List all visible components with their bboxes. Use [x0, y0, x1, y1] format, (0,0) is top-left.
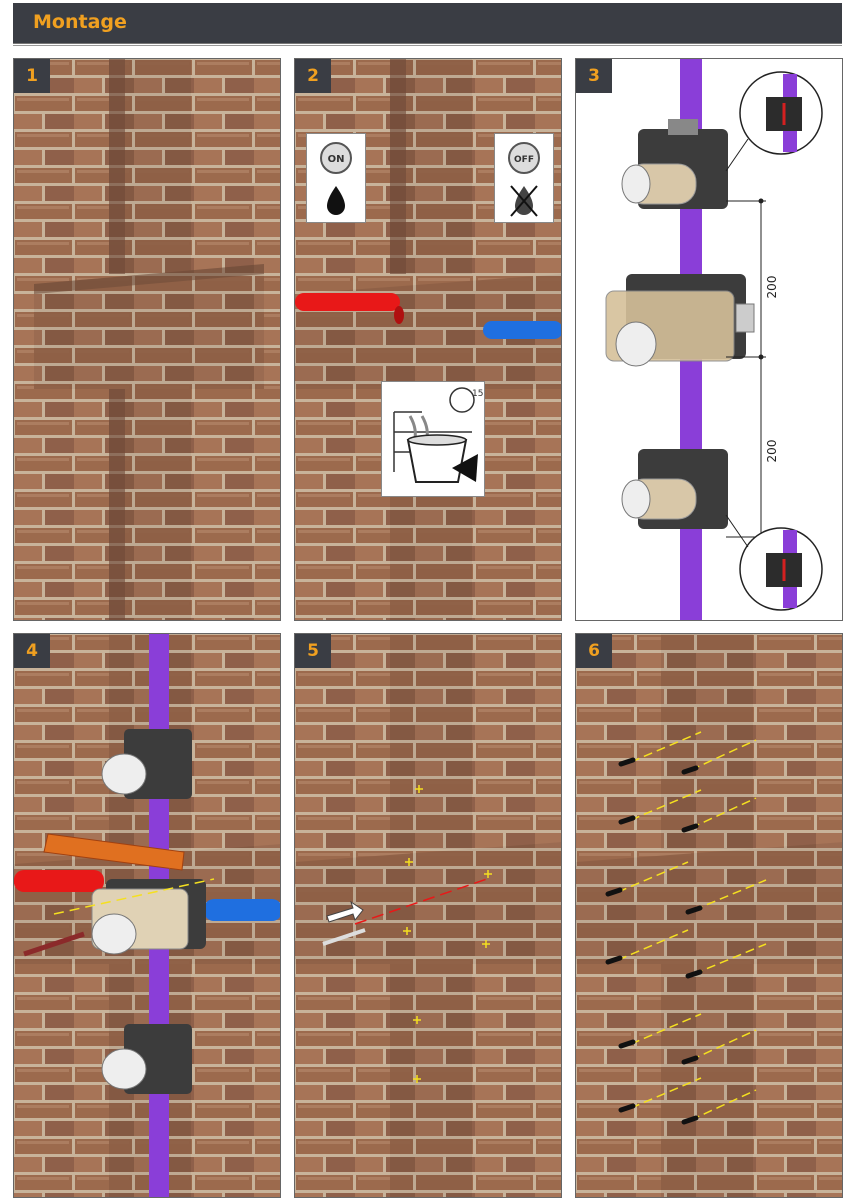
- svg-text:ON: ON: [328, 154, 345, 165]
- step-5-illustration: [295, 634, 561, 1197]
- step-5-number: 5: [295, 634, 331, 668]
- header-divider: [13, 45, 842, 46]
- mixer-valve-body: [605, 274, 755, 367]
- svg-text:OFF: OFF: [514, 155, 534, 165]
- step-6-number: 6: [576, 634, 612, 668]
- svg-text:15.: 15.: [472, 389, 484, 399]
- water-on-icon: ON: [306, 133, 366, 223]
- step-4-panel: 4: [13, 633, 281, 1198]
- step-3-illustration: 200 200: [605, 59, 823, 620]
- step-3-number: 3: [576, 59, 612, 93]
- step-1-illustration: [14, 59, 280, 620]
- dimension-upper: 200: [765, 276, 779, 299]
- flush-bucket-icon: 15.: [381, 381, 485, 497]
- step-2-number: 2: [295, 59, 331, 93]
- step-2-panel: 2 ON OFF 15.: [294, 58, 562, 621]
- water-off-icon: OFF: [494, 133, 554, 223]
- step-5-panel: 5: [294, 633, 562, 1198]
- step-1-number: 1: [14, 59, 50, 93]
- cold-water-pipe: [483, 321, 561, 339]
- section-header: Montage: [13, 3, 842, 43]
- dimension-lower: 200: [765, 440, 779, 463]
- lower-valve-body: [621, 449, 728, 529]
- step-6-illustration: [576, 634, 842, 1197]
- step-4-illustration: [14, 634, 280, 1197]
- hot-water-pipe: [295, 293, 400, 311]
- section-title: Montage: [33, 11, 127, 33]
- upper-valve-body: [621, 119, 728, 209]
- spirit-level: [43, 833, 185, 871]
- step-6-panel: 6: [575, 633, 843, 1198]
- step-1-panel: 1: [13, 58, 281, 621]
- step-4-number: 4: [14, 634, 50, 668]
- step-3-panel: 3 200 200: [575, 58, 843, 621]
